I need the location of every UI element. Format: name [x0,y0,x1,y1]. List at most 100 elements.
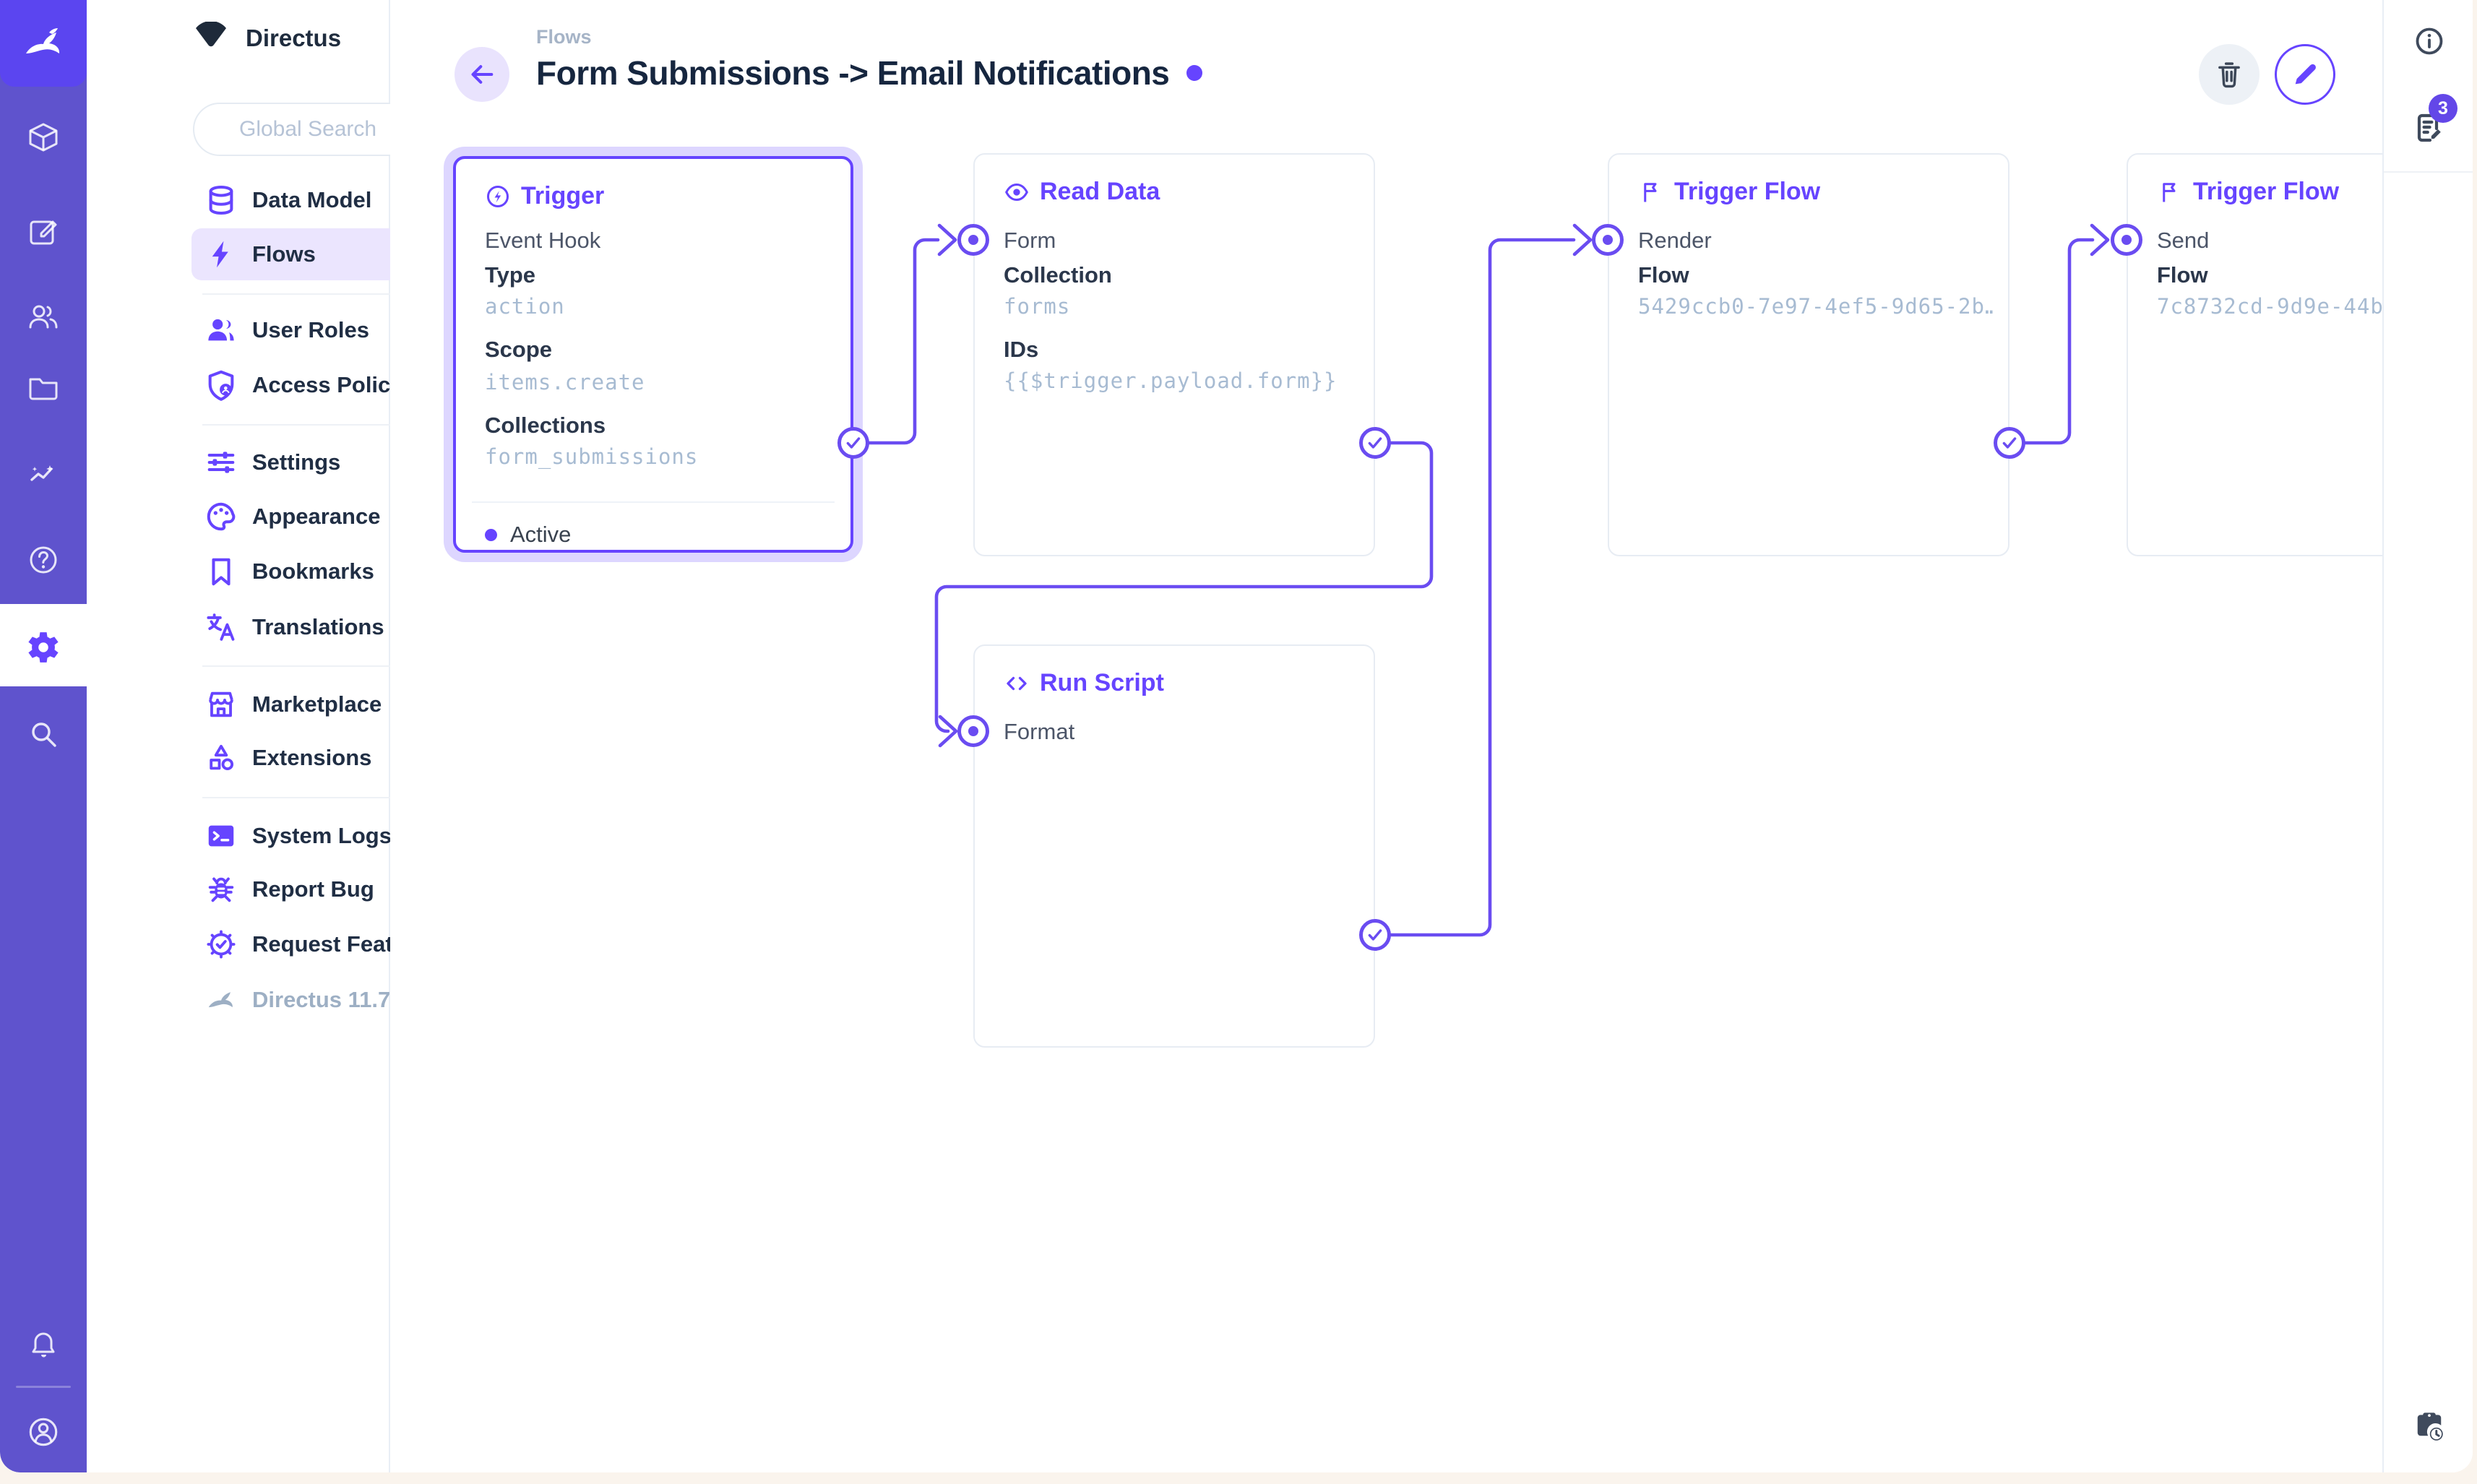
sidebar-item-label: User Roles [252,317,369,342]
node-title-row: Trigger [485,182,604,210]
field-value: forms [1004,294,1071,319]
node-divider [472,501,835,503]
sidebar-item-label: Extensions [252,745,372,770]
field-label: Collections [485,413,606,438]
node-title: Trigger Flow [1674,178,1821,205]
seal-check-icon [204,928,238,961]
sidebar-version-row[interactable]: Directus 11.7.2 [191,974,473,1026]
input-port-trigger-flow-render[interactable] [1592,224,1624,256]
node-title: Trigger [521,182,605,210]
resolve-port-trigger[interactable] [837,427,869,459]
field-value: items.create [485,370,645,394]
box-icon [26,120,61,155]
sidebar-item-extensions[interactable]: Extensions [191,732,473,784]
module-bar [0,0,87,1472]
bolt-icon [204,238,238,271]
tune-sliders-icon [204,446,238,479]
sidebar-item-appearance[interactable]: Appearance [191,491,473,543]
help-circle-icon [26,543,61,577]
breadcrumb[interactable]: Flows [536,26,592,48]
field-label: Flow [2157,262,2208,288]
sidebar-item-data-model[interactable]: Data Model [191,174,473,226]
module-insights-button[interactable] [0,439,87,508]
page-title-row: Form Submissions -> Email Notifications [536,53,1203,92]
bolt-circle-icon [487,185,509,207]
module-help-button[interactable] [0,525,87,595]
input-port-trigger-flow-send[interactable] [2111,224,2142,256]
sidebar-item-label: Marketplace [252,691,382,717]
module-search-button[interactable] [0,699,87,769]
terminal-icon [204,819,238,853]
flow-node-trigger-flow-render[interactable]: Trigger Flow Render Flow 5429ccb0-7e97-4… [1608,153,2009,556]
flow-node-trigger[interactable]: Trigger Event Hook Type action Scope ite… [453,156,853,553]
revisions-sidebar-button[interactable] [2384,93,2473,163]
sidebar-item-report-bug[interactable]: Report Bug [191,863,473,915]
flow-canvas[interactable]: Flows Form Submissions -> Email Notifica… [390,0,2382,1472]
sidebar-item-label: System Logs [252,823,392,848]
revisions-count-badge: 3 [2429,94,2457,123]
code-icon [1007,676,1027,690]
module-settings-button[interactable] [0,613,87,682]
pencil-icon [2295,64,2316,85]
bookmark-icon [204,555,238,588]
rail-divider [16,1386,71,1388]
user-avatar-button[interactable] [0,1397,87,1467]
notifications-bell-button[interactable] [0,1311,87,1380]
flow-logs-button[interactable] [2384,1392,2473,1462]
resolve-port-trigger-flow-render[interactable] [1994,427,2025,459]
active-module-strip [0,604,87,686]
input-port-run-script[interactable] [957,715,989,747]
delete-flow-button[interactable] [2199,44,2260,105]
flag-icon [2163,182,2176,202]
navigation-panel: Directus ⌘K Data Model Flows [87,0,473,1472]
sidebar-item-user-roles[interactable]: User Roles [191,304,473,356]
avatar-icon [25,1414,61,1450]
input-port-read-data[interactable] [957,224,989,256]
trigger-status-row: Active [485,522,571,548]
field-label: Scope [485,337,553,362]
translate-icon [204,611,238,644]
sidebar-item-label: Bookmarks [252,558,374,584]
flow-node-trigger-flow-send[interactable]: Trigger Flow Send Flow 7c8732cd-9d9e-44b… [2127,153,2382,556]
status-dot [485,528,497,541]
global-search-input[interactable] [239,117,392,142]
info-sidebar-button[interactable] [2384,7,2473,76]
module-editor-button[interactable] [0,197,87,266]
check-icon [1368,929,1382,941]
project-logo-button[interactable] [0,0,87,87]
arrow-left-icon [471,65,494,84]
module-users-button[interactable] [0,282,87,351]
module-files-button[interactable] [0,353,87,423]
field-value: action [485,294,565,319]
project-shield-icon [192,22,230,55]
field-label: IDs [1004,337,1039,362]
back-button[interactable] [455,47,509,102]
flow-node-run-script[interactable]: Run Script Format [973,644,1375,1048]
resolve-port-run-script[interactable] [1359,919,1391,951]
resolve-port-read-data[interactable] [1359,427,1391,459]
sidebar-item-settings[interactable]: Settings [191,436,473,488]
eye-icon [1005,183,1028,201]
extensions-shapes-icon [204,741,238,775]
node-title: Trigger Flow [2193,178,2340,205]
flow-node-read-data[interactable]: Read Data Form Collection forms IDs {{$t… [973,153,1375,556]
flow-color-dot [1186,65,1203,81]
sidebar-item-translations[interactable]: Translations [191,601,473,653]
field-label: Collection [1004,262,1112,288]
trigger-subtitle: Event Hook [485,228,601,253]
edit-flow-button[interactable] [2275,44,2335,105]
right-sidebar: 3 [2382,0,2473,1472]
edit-square-icon [26,214,61,249]
node-title: Run Script [1040,669,1164,696]
user-roles-icon [204,314,238,347]
sidebar-item-bookmarks[interactable]: Bookmarks [191,545,473,598]
project-header[interactable]: Directus [192,22,341,55]
sidebar-item-system-logs[interactable]: System Logs [191,810,473,862]
check-icon [1368,437,1382,449]
check-icon [2002,437,2017,449]
module-content-button[interactable] [0,103,87,172]
palette-icon [204,500,238,533]
project-name: Directus [246,25,342,51]
operation-name: Format [1004,719,1075,744]
shield-user-icon [204,368,238,402]
